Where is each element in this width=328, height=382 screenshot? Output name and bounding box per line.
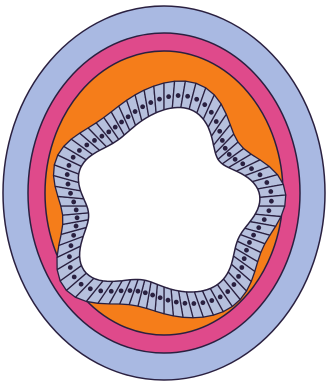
cell-nucleus <box>166 94 171 99</box>
cell-nucleus <box>158 295 163 300</box>
cell-nucleus <box>150 293 155 298</box>
cell-nucleus <box>191 301 196 306</box>
cell-nucleus <box>264 180 269 185</box>
cell-nucleus <box>98 289 103 294</box>
cell-nucleus <box>119 120 124 125</box>
cell-nucleus <box>247 240 252 245</box>
cell-nucleus <box>71 155 76 160</box>
cell-nucleus <box>72 275 77 280</box>
cell-nucleus <box>251 233 256 238</box>
cell-nucleus <box>148 100 153 105</box>
cell-nucleus <box>183 301 188 306</box>
cell-nucleus <box>214 119 219 124</box>
cell-nucleus <box>68 265 73 270</box>
cell-nucleus <box>71 233 76 238</box>
cell-nucleus <box>140 104 145 109</box>
cell-nucleus <box>74 224 79 229</box>
cell-nucleus <box>217 129 222 134</box>
cell-nucleus <box>240 161 245 166</box>
cell-nucleus <box>232 282 237 287</box>
cell-nucleus <box>202 102 207 107</box>
cell-nucleus <box>194 97 199 102</box>
cell-nucleus <box>79 282 84 287</box>
cell-nucleus <box>220 138 225 143</box>
cell-nucleus <box>113 125 118 130</box>
cell-nucleus <box>92 138 97 143</box>
cell-nucleus <box>239 265 244 270</box>
cell-nucleus <box>185 94 190 99</box>
cell-nucleus <box>268 189 273 194</box>
cell-nucleus <box>74 208 79 213</box>
cell-nucleus <box>244 248 249 253</box>
cell-nucleus <box>77 148 82 153</box>
cell-nucleus <box>200 300 205 305</box>
cell-nucleus <box>209 298 214 303</box>
cell-nucleus <box>67 163 72 168</box>
cell-nucleus <box>218 294 223 299</box>
cell-nucleus <box>126 114 131 119</box>
cell-nucleus <box>266 208 271 213</box>
cell-nucleus <box>75 215 80 220</box>
cell-nucleus <box>256 225 261 230</box>
cell-nucleus <box>157 97 162 102</box>
cell-nucleus <box>242 256 247 261</box>
cell-nucleus <box>71 200 76 205</box>
cell-nucleus <box>176 93 181 98</box>
cell-nucleus <box>236 274 241 279</box>
cell-nucleus <box>69 243 74 248</box>
cell-nucleus <box>128 288 133 293</box>
cell-nucleus <box>225 289 230 294</box>
cell-nucleus <box>109 289 114 294</box>
cell-nucleus <box>174 300 179 305</box>
cell-nucleus <box>249 166 254 171</box>
cell-nucleus <box>66 182 71 187</box>
cell-nucleus <box>223 146 228 151</box>
cell-nucleus <box>136 289 141 294</box>
cell-nucleus <box>84 143 89 148</box>
cell-nucleus <box>99 134 104 139</box>
cell-nucleus <box>133 109 138 114</box>
cell-nucleus <box>67 254 72 259</box>
cell-nucleus <box>233 157 238 162</box>
cell-nucleus <box>269 199 274 204</box>
cell-nucleus <box>88 286 93 291</box>
cell-nucleus <box>262 217 267 222</box>
cell-nucleus <box>119 288 124 293</box>
cell-nucleus <box>166 298 171 303</box>
cell-nucleus <box>227 152 232 157</box>
cell-nucleus <box>68 191 73 196</box>
cell-nucleus <box>106 129 111 134</box>
cell-nucleus <box>143 290 148 295</box>
cell-nucleus <box>65 172 70 177</box>
cell-nucleus <box>258 172 263 177</box>
cell-nucleus <box>209 110 214 115</box>
